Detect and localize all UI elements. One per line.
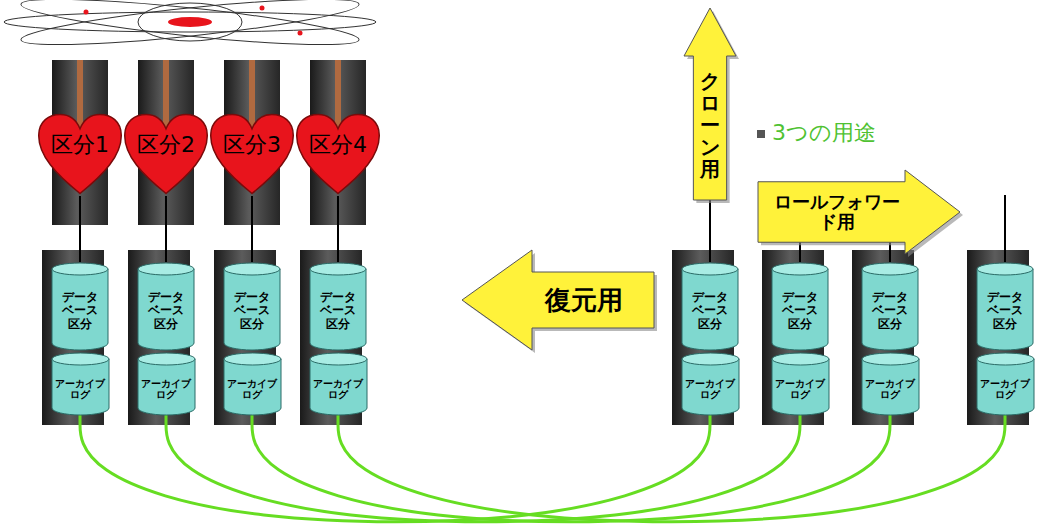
node-text: アーカイブログ — [774, 378, 826, 400]
log-link-curve — [338, 415, 1005, 522]
database-cylinder: データベース区分 — [771, 262, 829, 350]
node-text: データベース区分 — [61, 291, 98, 331]
node-text: アーカイブログ — [864, 378, 916, 400]
database-cylinder: データベース区分 — [309, 262, 367, 350]
partition-heart: 区分1 — [37, 112, 123, 196]
database-cylinder: データベース区分 — [51, 262, 109, 350]
database-cylinder: データベース区分 — [223, 262, 281, 350]
node-text: 区分2 — [137, 133, 195, 157]
archive-log-cylinder: アーカイブログ — [309, 352, 368, 415]
archive-log-cylinder: アーカイブログ — [223, 352, 282, 415]
restore-arrow: 復元用 — [462, 250, 654, 350]
archive-log-cylinder: アーカイブログ — [861, 352, 920, 415]
connector-line — [251, 196, 253, 262]
node-text: 区分1 — [51, 133, 109, 157]
rollforward-arrow: ロールフォワード用 — [758, 170, 960, 254]
node-text: 復元用 — [545, 286, 623, 315]
atom-graphic — [4, 0, 376, 54]
node-text: アーカイブログ — [979, 378, 1031, 400]
archive-log-cylinder: アーカイブログ — [976, 352, 1035, 415]
partition-heart: 区分4 — [295, 112, 381, 196]
log-link-curve — [252, 415, 890, 522]
database-cylinder: データベース区分 — [861, 262, 919, 350]
node-text: データベース区分 — [233, 291, 270, 331]
partition-heart: 区分2 — [123, 112, 209, 196]
partition-heart: 区分3 — [209, 112, 295, 196]
node-text: データベース区分 — [319, 291, 356, 331]
node-text: クローン用 — [700, 70, 720, 180]
node-text: アーカイブログ — [684, 378, 736, 400]
node-text: データベース区分 — [147, 291, 184, 331]
node-text: データベース区分 — [986, 291, 1023, 331]
archive-log-cylinder: アーカイブログ — [771, 352, 830, 415]
log-link-curve — [80, 415, 710, 522]
connector-line — [709, 200, 711, 262]
connector-line — [337, 196, 339, 262]
node-text: データベース区分 — [871, 291, 908, 331]
node-text: アーカイブログ — [312, 378, 364, 400]
database-cylinder: データベース区分 — [137, 262, 195, 350]
node-text: データベース区分 — [781, 291, 818, 331]
node-text: アーカイブログ — [226, 378, 278, 400]
archive-log-cylinder: アーカイブログ — [137, 352, 196, 415]
storage-racks — [42, 250, 1029, 425]
connector-line — [165, 196, 167, 262]
node-text: データベース区分 — [691, 291, 728, 331]
clone-arrow: クローン用 — [684, 8, 736, 200]
bullet — [757, 130, 765, 138]
database-cylinder: データベース区分 — [976, 262, 1034, 350]
database-cylinder: データベース区分 — [681, 262, 739, 350]
node-text: アーカイブログ — [140, 378, 192, 400]
heading-note: 3つの用途 — [772, 118, 876, 148]
node-text: 区分4 — [309, 133, 367, 157]
server-photos — [52, 60, 366, 225]
node-text: 区分3 — [223, 133, 281, 157]
log-link-curve — [166, 415, 800, 522]
archive-log-cylinder: アーカイブログ — [51, 352, 110, 415]
archive-log-cylinder: アーカイブログ — [681, 352, 740, 415]
node-text: アーカイブログ — [54, 378, 106, 400]
node-text: ロールフォワード用 — [770, 192, 905, 232]
connector-line — [79, 196, 81, 262]
